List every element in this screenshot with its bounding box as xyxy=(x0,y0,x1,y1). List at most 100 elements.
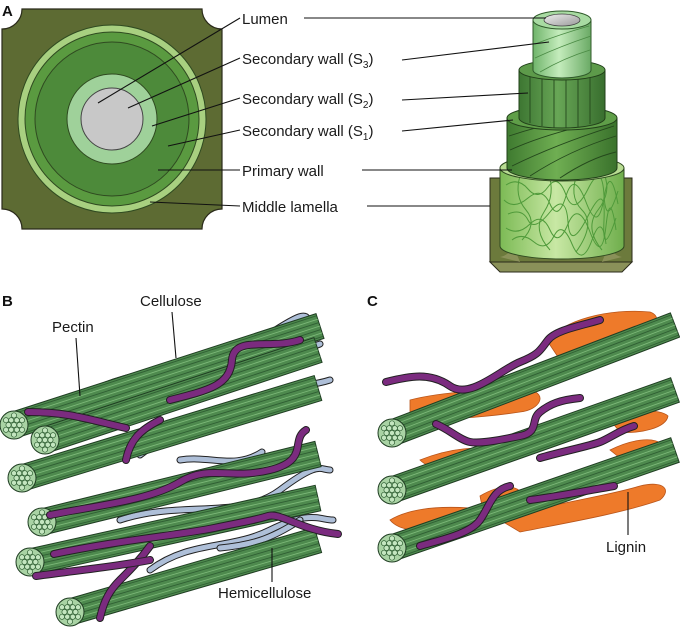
microfibril-end xyxy=(381,540,387,547)
microfibril-end xyxy=(394,545,401,551)
microfibril-end xyxy=(397,549,403,556)
pectin-5 xyxy=(51,512,341,557)
microfibril-end xyxy=(19,563,25,570)
lignin-pectin-4 xyxy=(417,483,513,549)
microfibril-end xyxy=(47,437,54,443)
microfibril-end xyxy=(34,432,40,439)
pectin-7 xyxy=(33,557,153,579)
cellulose-fiber-5 xyxy=(15,484,322,577)
microfibril-end xyxy=(36,523,43,530)
microfibril-end xyxy=(24,563,31,570)
microfibril-end xyxy=(50,441,56,448)
microfibril-end xyxy=(50,432,56,439)
microfibril-end xyxy=(29,554,36,561)
microfibril-end xyxy=(13,475,20,481)
fiber-strand xyxy=(390,321,674,431)
panel-b-labels: Cellulose Pectin Hemicellulose xyxy=(52,293,311,602)
microfibril-end xyxy=(389,496,395,503)
microfibril-end xyxy=(31,523,37,530)
microfibril-end xyxy=(5,422,12,428)
microfibril-end xyxy=(35,554,41,561)
microfibril-end xyxy=(389,477,395,484)
fiber-end-cap xyxy=(377,533,407,563)
microfibril-end xyxy=(59,604,65,611)
microfibril-end xyxy=(67,609,73,615)
microfibril-end xyxy=(64,613,71,620)
microfibril-end xyxy=(75,613,81,620)
fiber-strand xyxy=(23,394,321,486)
microfibril-end xyxy=(39,509,45,516)
fiber-strand xyxy=(44,464,321,533)
microfibril-end xyxy=(386,482,393,489)
microfibril-end xyxy=(381,434,387,441)
cellulose-fiber-c1 xyxy=(377,312,680,448)
fiber-strand xyxy=(395,399,679,501)
pectin-6 xyxy=(97,543,153,621)
microfibril-end xyxy=(394,487,401,493)
microfibril-end xyxy=(27,559,33,565)
panel-c-matrix xyxy=(377,310,680,563)
microfibril-end xyxy=(42,437,48,443)
microfibril-end xyxy=(389,554,395,561)
fiber-end-cap xyxy=(377,475,407,505)
fiber-end-cap xyxy=(0,410,29,440)
lignin-pectin-1 xyxy=(383,317,603,393)
fiber-strand xyxy=(28,490,317,556)
microfibril-end xyxy=(34,441,40,448)
microfibril-end xyxy=(36,437,43,443)
microfibril-end xyxy=(47,523,53,530)
microfibril-end xyxy=(386,540,393,547)
fiber-strand xyxy=(389,317,673,427)
fiber-strand xyxy=(390,386,674,488)
microfibril-end xyxy=(3,417,9,424)
label-secondary-wall-s3: Secondary wall (S3) xyxy=(242,51,373,71)
microfibril-end xyxy=(27,549,33,556)
microfibril-end xyxy=(389,430,395,436)
microfibril-end xyxy=(11,470,17,477)
fiber-strand xyxy=(391,389,676,491)
microfibril-end xyxy=(16,422,23,428)
fiber-strand xyxy=(22,391,320,482)
microfibril-end xyxy=(27,470,33,477)
microfibril-end xyxy=(32,559,39,565)
fiber-strand xyxy=(388,439,672,539)
hemicellulose-5 xyxy=(147,515,336,573)
microfibril-end xyxy=(21,470,28,477)
microfibril-end xyxy=(397,482,403,489)
microfibril-end xyxy=(61,609,68,615)
microfibril-end xyxy=(381,425,387,432)
pectin-2 xyxy=(167,337,303,403)
label-hemicellulose: Hemicellulose xyxy=(218,585,311,602)
microfibril-end xyxy=(75,604,81,611)
microfibril-end xyxy=(59,613,65,620)
microfibril-end xyxy=(11,431,17,438)
microfibril-end xyxy=(42,427,48,434)
fiber-strand xyxy=(47,356,321,448)
microfibril-end xyxy=(386,425,393,432)
fiber-end-cap xyxy=(7,463,37,493)
lumen-top xyxy=(543,13,581,27)
microfibril-end xyxy=(11,422,17,428)
microfibril-end xyxy=(39,519,45,525)
label-pectin: Pectin xyxy=(52,319,94,336)
fiber-strand xyxy=(18,377,315,469)
microfibril-end xyxy=(391,434,398,441)
microfibril-end xyxy=(19,484,25,491)
fiber-strand xyxy=(393,327,677,437)
microfibril-end xyxy=(16,470,23,477)
lignin-pectin-3 xyxy=(537,423,637,461)
microfibril-end xyxy=(44,519,51,525)
cylinder-model xyxy=(488,10,634,273)
microfibril-end xyxy=(19,465,25,472)
microfibril-end xyxy=(39,441,46,448)
fiber-strand xyxy=(27,487,316,552)
fiber-strand xyxy=(394,331,678,441)
microfibril-end xyxy=(383,430,390,436)
secondary-wall-s3-cylinder xyxy=(532,19,592,79)
microfibril-end xyxy=(397,425,403,432)
microfibril-end xyxy=(397,491,403,498)
microfibril-end xyxy=(389,535,395,542)
fiber-strand xyxy=(39,443,316,512)
panel-c-letter: C xyxy=(367,293,378,310)
